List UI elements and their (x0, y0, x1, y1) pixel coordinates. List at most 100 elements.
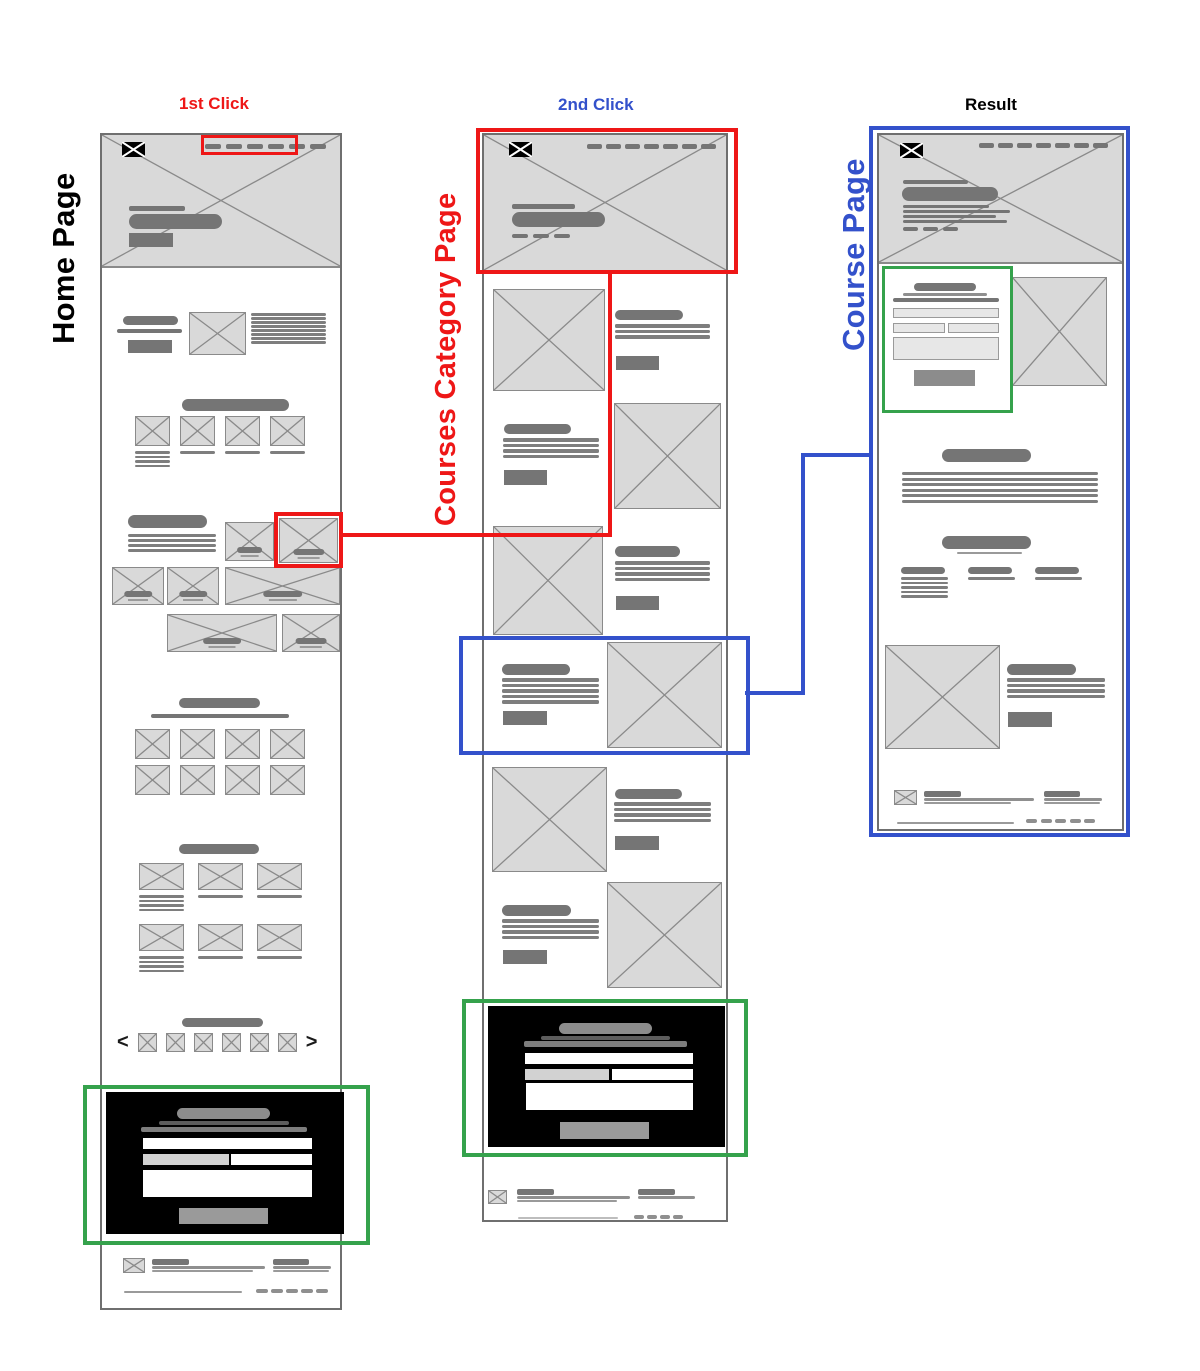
blue-connector-line (801, 453, 805, 695)
contact-form-highlight-home (83, 1085, 370, 1245)
nav-menu (587, 144, 716, 149)
hero-image-placeholder (879, 135, 1122, 264)
courses-category-page-wireframe (459, 128, 750, 1222)
form-heading-bar (914, 283, 976, 291)
card (257, 924, 302, 972)
input-field (893, 323, 945, 333)
nav-menu-dash (1017, 143, 1032, 148)
image-placeholder (180, 765, 215, 795)
submit-button-placeholder (560, 1122, 649, 1139)
image-placeholder (225, 729, 260, 759)
thumbnail-grid (135, 729, 305, 759)
textarea-field (893, 337, 999, 360)
item-heading-bar (615, 546, 680, 557)
image-placeholder (493, 289, 605, 391)
image-placeholder (225, 416, 260, 446)
hero-title-bar (512, 212, 605, 227)
button-placeholder (615, 836, 659, 850)
card-row (139, 863, 302, 911)
hero-button-placeholder (129, 233, 173, 247)
submit-button-placeholder (914, 370, 975, 386)
paragraph-lines (128, 534, 216, 552)
hero-kicker-bar (129, 206, 185, 211)
section-heading-bar (179, 844, 259, 854)
nav-menu-dash (682, 144, 697, 149)
footer-heading-bar (924, 791, 961, 797)
footer-heading-bar (638, 1189, 675, 1195)
footer-heading-bar (273, 1259, 309, 1265)
breadcrumb (903, 227, 958, 231)
footer-links (634, 1215, 683, 1219)
carousel-item (277, 1033, 297, 1052)
button-placeholder (504, 470, 547, 485)
paragraph-lines (1007, 678, 1105, 698)
text-line (251, 341, 326, 344)
card-row (139, 924, 302, 972)
paragraph-lines (251, 313, 326, 344)
red-connector-line (341, 533, 612, 537)
enroll-form-highlight-course (882, 266, 1013, 413)
carousel: <> (117, 1032, 317, 1052)
image-placeholder (270, 729, 305, 759)
section-heading-bar (182, 1018, 263, 1027)
category-hero-highlight (476, 128, 738, 274)
item-heading-bar (615, 310, 683, 320)
input-field (143, 1154, 229, 1165)
textarea-field (143, 1170, 312, 1197)
hero-text-line (903, 215, 996, 218)
image-placeholder (492, 767, 607, 872)
category-card-wide (225, 567, 340, 605)
category-card (112, 567, 164, 605)
image-placeholder (135, 416, 170, 446)
thumbnail-grid (135, 765, 305, 795)
image-placeholder (198, 924, 243, 951)
carousel-item (165, 1033, 185, 1052)
text-line (251, 317, 326, 320)
nav-menu-dash (268, 144, 284, 149)
caption-block (225, 451, 260, 467)
item-heading-bar (615, 789, 682, 799)
footer-text-line (517, 1200, 617, 1202)
nav-menu-dash (247, 144, 263, 149)
contact-section (488, 1006, 725, 1147)
nav-menu-dash (1055, 143, 1070, 148)
footer-text-line (152, 1266, 265, 1269)
detail-column (968, 567, 1015, 598)
logo-icon (122, 142, 145, 157)
home-page-wireframe: <> (83, 133, 370, 1310)
form-subtitle-line (524, 1041, 687, 1047)
nav-menu-dash (1093, 143, 1108, 148)
image-placeholder (607, 642, 722, 748)
footer-text-line (152, 1270, 253, 1272)
nav-menu-dash (701, 144, 716, 149)
first-click-label: 1st Click (179, 94, 249, 113)
hero-text-line (903, 210, 1010, 213)
category-card (225, 522, 274, 561)
image-placeholder (180, 729, 215, 759)
section-heading-bar (942, 536, 1031, 549)
caption-block (180, 451, 215, 467)
paragraph-lines (502, 919, 599, 939)
button-placeholder (503, 950, 547, 964)
footer-text-line (924, 802, 1011, 804)
nav-menu-dash (998, 143, 1013, 148)
card (257, 863, 302, 911)
blue-connector-line (801, 453, 873, 457)
input-field (893, 308, 999, 318)
category-card-wide (167, 614, 277, 652)
contact-form-highlight-category (462, 999, 748, 1157)
image-placeholder (135, 729, 170, 759)
detail-columns (901, 567, 1082, 598)
footer-text-line (1044, 802, 1100, 804)
footer-text-line (638, 1196, 695, 1199)
caption-lines (135, 451, 305, 467)
text-line (251, 321, 326, 324)
nav-menu-dash (1074, 143, 1089, 148)
nav-menu-dash (1036, 143, 1051, 148)
footer-links (256, 1289, 328, 1293)
detail-column (1035, 567, 1082, 598)
text-line (251, 337, 326, 340)
text-line (251, 313, 326, 316)
button-placeholder (616, 596, 659, 610)
blue-connector-line (745, 691, 805, 695)
